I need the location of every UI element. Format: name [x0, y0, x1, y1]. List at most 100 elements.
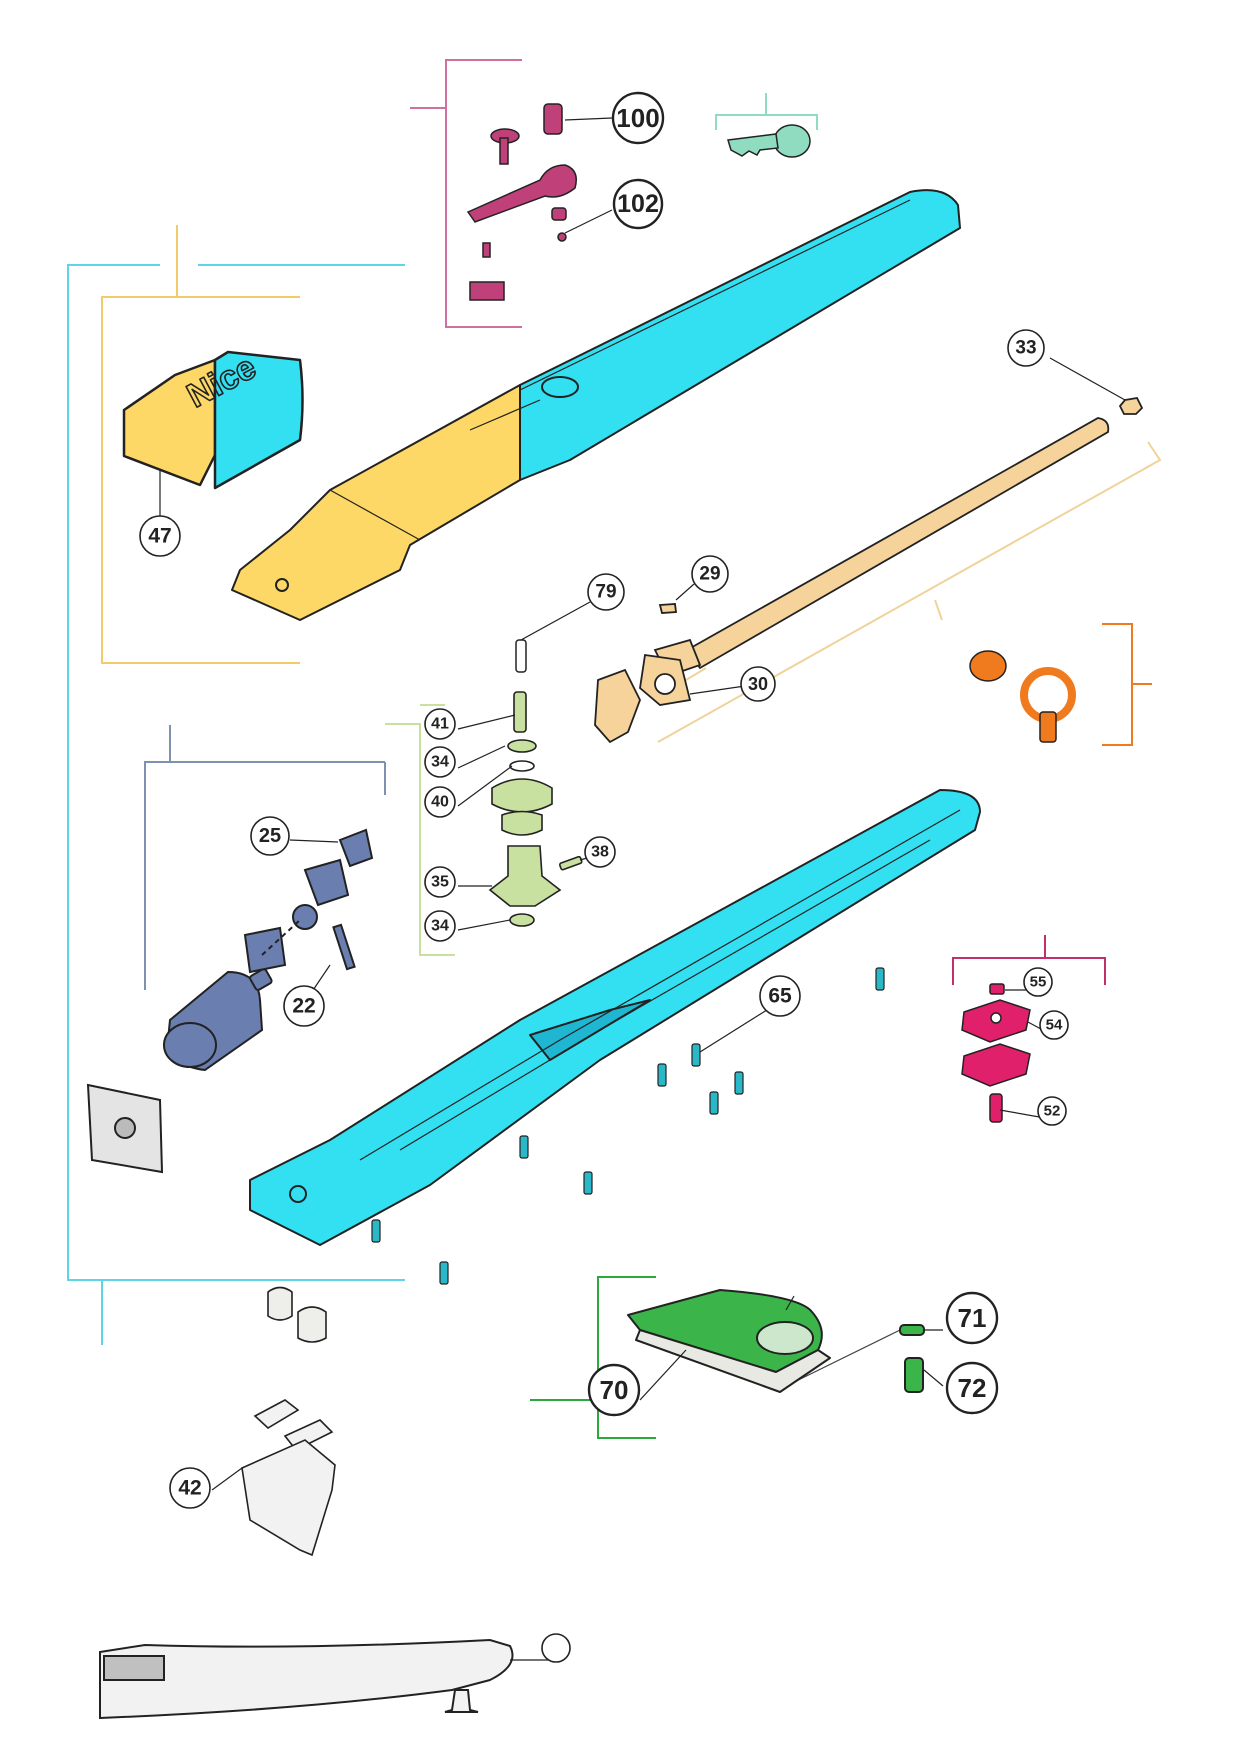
callout-label: 55: [1030, 974, 1047, 991]
upper-cover-cyan-section: [519, 189, 961, 481]
release-small-screw: [557, 232, 567, 242]
motor-bracket: [144, 725, 386, 990]
arm-plate-underside: [635, 1329, 831, 1393]
callout-100: 100: [611, 91, 665, 145]
clamp-bracket: [952, 935, 1106, 985]
callout-circle: [424, 866, 456, 898]
callout-circle: [1039, 1010, 1069, 1040]
callout-70: 70: [587, 1363, 641, 1417]
bevel-gear-35: [488, 845, 562, 907]
cap-bracket: [101, 225, 300, 664]
callout-label: 79: [595, 582, 616, 603]
side-view-body: [99, 1638, 514, 1720]
arm-leaders: [639, 1295, 944, 1401]
release-tiny-screw: [482, 242, 491, 258]
screw-leader: [699, 1007, 771, 1053]
cover-release-hole: [541, 376, 579, 398]
cover-screw-hole: [275, 578, 289, 592]
callout-42: 42: [169, 1467, 211, 1509]
callout-circle: [945, 1291, 999, 1345]
callout-circle: [424, 708, 456, 740]
base-housing-inner-track: [529, 999, 651, 1061]
end-cap-cyan-side: [213, 350, 304, 490]
release-bracket-group: [1102, 623, 1152, 746]
pin-79-body: [515, 639, 527, 673]
callout-label: 65: [768, 985, 792, 1008]
crown-gear-spacer: [501, 810, 543, 836]
base-housing-hole: [289, 1185, 307, 1203]
terminal-leader: [211, 1467, 243, 1491]
callout-circle: [424, 910, 456, 942]
callout-29: 29: [691, 555, 729, 593]
gear-set-bracket: [385, 704, 455, 956]
assembled-side-view: [99, 1638, 550, 1720]
motor-gearbox: [303, 858, 350, 907]
callout-circle: [612, 178, 664, 230]
callout-circle: [541, 1633, 571, 1663]
motor-end: [163, 1022, 217, 1068]
cover-bracket: [67, 264, 405, 1345]
washer-34-bottom: [509, 913, 535, 927]
upper-cover: [231, 189, 961, 621]
callout-102: 102: [612, 178, 664, 230]
callout-33: 33: [1007, 329, 1045, 367]
release-leader-line: [564, 117, 613, 234]
callout-label: 38: [591, 844, 609, 861]
motor-pinion-25: [338, 828, 374, 868]
screw: [583, 1171, 593, 1195]
callout-label: 30: [748, 674, 768, 694]
release-pin-stem: [499, 137, 509, 165]
board-plate: [86, 1083, 164, 1174]
callout-54: 54: [1039, 1010, 1069, 1040]
callout-label: 100: [616, 103, 659, 133]
callout-55: 55: [1023, 967, 1053, 997]
callout-71: 71: [945, 1291, 999, 1345]
plug-cap: [267, 1286, 293, 1321]
pin-79-leader: [520, 601, 591, 641]
callout-circle: [740, 666, 776, 702]
callout-blank: [541, 1633, 571, 1663]
bolt-52: [989, 1093, 1003, 1123]
callout-34: 34: [424, 910, 456, 942]
callout-41: 41: [424, 708, 456, 740]
callout-40: 40: [424, 786, 456, 818]
crown-gear: [491, 778, 553, 813]
board-plate-hole: [114, 1117, 136, 1139]
callout-label: 29: [699, 564, 720, 585]
gate-arm: [627, 1289, 944, 1401]
callout-label: 71: [958, 1303, 987, 1333]
callout-circle: [587, 573, 625, 611]
clamp-plate-lower: [961, 1043, 1031, 1087]
pin-79: [515, 601, 591, 673]
shaft-leader: [675, 357, 1126, 695]
callout-65: 65: [759, 975, 801, 1017]
release-knob-part: [543, 103, 563, 135]
release-kit-bracket: [410, 59, 522, 328]
screw: [875, 967, 885, 991]
orange-release-parts: [969, 650, 1076, 743]
plug-caps: [267, 1286, 327, 1343]
arm-bracket: [530, 1276, 656, 1439]
washer-34-top: [507, 739, 537, 753]
release-small-block: [551, 207, 567, 221]
callout-circle: [587, 1363, 641, 1417]
callout-79: 79: [587, 573, 625, 611]
pin-38: [558, 855, 583, 871]
screw: [709, 1091, 719, 1115]
callout-circle: [424, 746, 456, 778]
callout-label: 47: [148, 525, 171, 548]
drive-shaft: [594, 357, 1144, 744]
callout-35: 35: [424, 866, 456, 898]
motor-shaft: [249, 968, 273, 991]
side-view-cap: [103, 1655, 165, 1681]
callout-label: 33: [1015, 338, 1036, 359]
callout-52: 52: [1037, 1096, 1067, 1126]
orange-ring-stem: [1039, 711, 1057, 743]
clamp-plate-54-hole: [990, 1012, 1002, 1024]
callout-label: 52: [1044, 1103, 1061, 1120]
callout-72: 72: [945, 1361, 999, 1415]
key-icon: [727, 124, 811, 158]
base-housing-rail: [359, 809, 961, 1161]
